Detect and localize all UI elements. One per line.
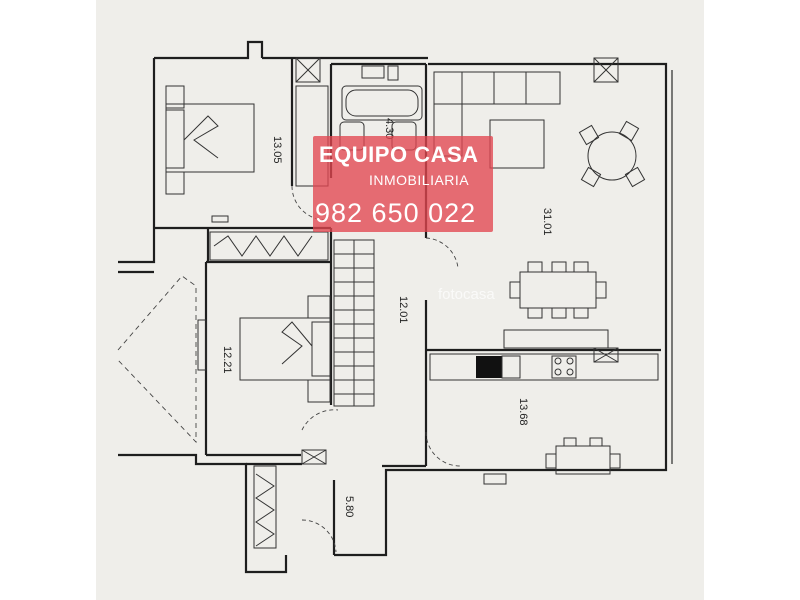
floor-plan-drawing: 13.05 4.30 31.01 12.01 12.21 13.68 5.80 — [117, 40, 673, 574]
area-bedroom-2: 12.21 — [221, 346, 233, 374]
staircase — [333, 239, 375, 407]
floor-plan-sheet: 13.05 4.30 31.01 12.01 12.21 13.68 5.80 … — [96, 0, 704, 600]
area-kitchen: 13.68 — [517, 398, 529, 426]
area-entry: 5.80 — [343, 496, 355, 517]
area-living-room: 31.01 — [541, 208, 553, 236]
bedroom-2-furniture — [197, 231, 331, 403]
area-bathroom: 4.30 — [383, 118, 395, 139]
area-labels: 13.05 4.30 31.01 12.01 12.21 13.68 5.80 — [221, 118, 553, 517]
area-hall: 12.01 — [397, 296, 409, 324]
door-swings — [291, 185, 461, 553]
agency-name: EQUIPO CASA — [319, 142, 479, 167]
area-bedroom-1: 13.05 — [271, 136, 283, 164]
watermark-text: fotocasa — [438, 286, 495, 303]
agency-badge: EQUIPO CASA INMOBILIARIA 982 650 022 — [313, 136, 493, 232]
living-room-furniture — [433, 57, 646, 363]
agency-subtitle: INMOBILIARIA — [369, 172, 470, 188]
terrace-outline — [117, 275, 197, 444]
kitchen-fixtures — [429, 353, 659, 485]
agency-phone: 982 650 022 — [315, 198, 477, 228]
entry-closet — [253, 449, 327, 549]
bedroom-1-furniture — [165, 57, 329, 223]
